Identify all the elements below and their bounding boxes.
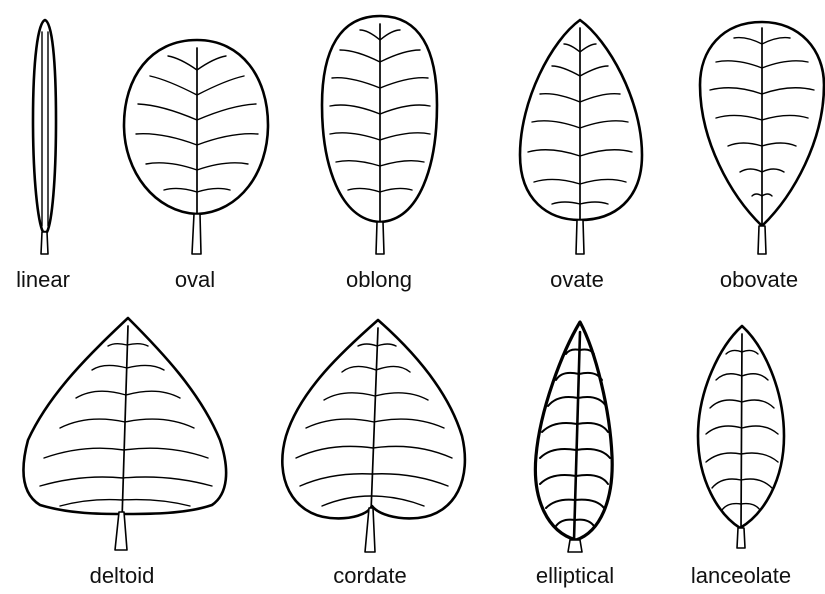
- leaf-obovate: [700, 22, 824, 254]
- label-ovate: ovate: [550, 267, 604, 292]
- label-cordate: cordate: [333, 563, 406, 588]
- leaf-cordate: [282, 320, 465, 552]
- label-elliptical: elliptical: [536, 563, 614, 588]
- leaf-oval: [124, 40, 268, 254]
- label-linear: linear: [16, 267, 70, 292]
- label-oblong: oblong: [346, 267, 412, 292]
- leaf-linear: [33, 20, 56, 254]
- label-obovate: obovate: [720, 267, 798, 292]
- leaf-lanceolate: [698, 326, 784, 548]
- label-lanceolate: lanceolate: [691, 563, 791, 588]
- leaf-ovate: [520, 20, 642, 254]
- leaf-deltoid: [24, 318, 227, 550]
- leaf-elliptical: [535, 322, 612, 552]
- leaf-oblong: [322, 16, 437, 254]
- label-oval: oval: [175, 267, 215, 292]
- label-deltoid: deltoid: [90, 563, 155, 588]
